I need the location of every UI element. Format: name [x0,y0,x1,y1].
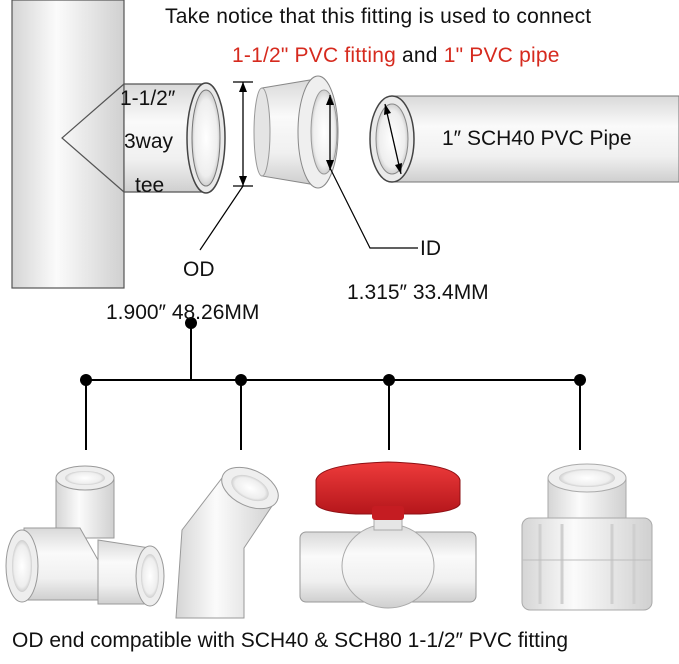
tee-size-label: 1-1/2″ [120,87,176,110]
id-dimension-arrow [326,95,418,249]
forty-five-elbow-fitting [175,466,279,619]
od-dimension-arrow [199,81,253,251]
tee-name-label: tee [135,174,165,197]
three-way-elbow-fitting [5,465,165,607]
tee-type-label: 3way [124,130,174,153]
id-value: 1.315″ 33.4MM [347,281,489,304]
od-value: 1.900″ 48.26MM [106,301,260,324]
connector-tree [80,317,586,450]
pvc-pipe [369,95,679,183]
od-label: OD [183,258,215,281]
tee-fitting [11,0,226,289]
header-and: and [402,44,438,67]
pipe-label: 1″ SCH40 PVC Pipe [442,127,632,150]
header-pipe-size: 1" PVC pipe [443,44,560,67]
header-line-1: Take notice that this fitting is used to… [165,5,592,28]
union-fitting [521,463,653,611]
bushing-fitting [253,75,339,189]
header-fitting-size: 1-1/2" PVC fitting [232,44,396,67]
footer-caption: OD end compatible with SCH40 & SCH80 1-1… [12,629,569,652]
id-label: ID [420,237,441,260]
header-line-2: 1-1/2" PVC fitting and 1" PVC pipe [232,45,560,66]
ball-valve-fitting [299,461,477,609]
